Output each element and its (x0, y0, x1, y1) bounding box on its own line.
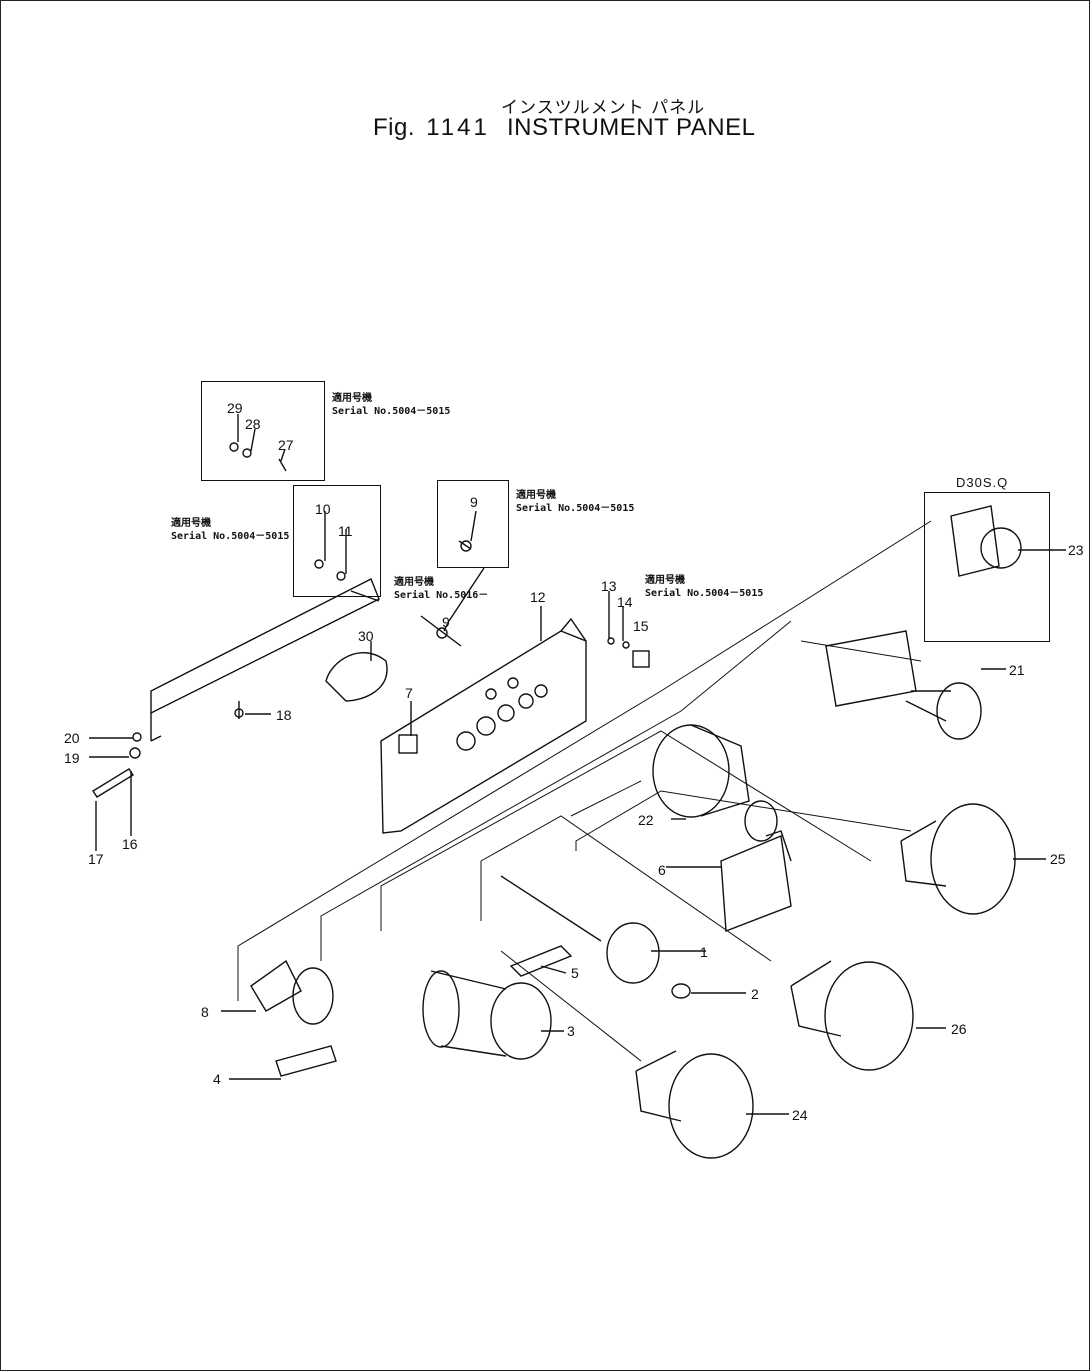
part-label-7: 7 (405, 685, 413, 701)
part-label-12: 12 (530, 589, 546, 605)
callout-box-serial-a (201, 381, 325, 481)
part-label-17: 17 (88, 851, 104, 867)
part-label-10: 10 (315, 501, 331, 517)
figure-title: Fig. 1141 INSTRUMENT PANEL (373, 114, 755, 142)
part-label-24: 24 (792, 1107, 808, 1123)
serial-note-b: 適用号機 Serial No.5004－5015 (171, 518, 290, 542)
part-label-3: 3 (567, 1023, 575, 1039)
part-label-22: 22 (638, 812, 654, 828)
switch-part-8 (292, 967, 334, 1025)
part-label-15: 15 (633, 618, 649, 634)
serial-note-c: 適用号機 Serial No.5004－5015 (516, 490, 635, 514)
gauge-26 (824, 961, 914, 1071)
part-label-30: 30 (358, 628, 374, 644)
side-bracket (150, 578, 380, 715)
boot-part-30 (325, 652, 388, 702)
part-label-6: 6 (658, 862, 666, 878)
part-label-20: 20 (64, 730, 80, 746)
lamp-part-23 (950, 505, 1000, 577)
cylinder-part-3 (490, 982, 552, 1060)
part-label-5: 5 (571, 965, 579, 981)
pin-part-17 (92, 768, 134, 798)
part-label-13: 13 (601, 578, 617, 594)
plate-part-5 (509, 945, 573, 977)
part-label-9b: 9 (442, 614, 450, 630)
part-label-16: 16 (122, 836, 138, 852)
callout-box-serial-c (437, 480, 509, 568)
serial-note-e: 適用号機 Serial No.5004－5015 (645, 575, 764, 599)
figure-number: 1141 (426, 114, 490, 141)
serial-note-d: 適用号機 Serial No.5016－ (394, 577, 489, 601)
part-label-4: 4 (213, 1071, 221, 1087)
part-label-2: 2 (751, 986, 759, 1002)
part-label-14: 14 (617, 594, 633, 610)
figure-label: Fig. (373, 114, 416, 141)
part-label-29: 29 (227, 400, 243, 416)
part-label-11: 11 (338, 523, 353, 539)
plate-part-4 (275, 1045, 337, 1077)
gauge-25 (930, 803, 1016, 915)
part-label-8: 8 (201, 1004, 209, 1020)
bulb-part-2 (671, 983, 691, 999)
gauge-24 (668, 1053, 754, 1159)
starter-switch-22 (652, 724, 730, 818)
knob-part-1 (606, 922, 660, 984)
panel-plate (380, 630, 587, 834)
figure-name: INSTRUMENT PANEL (506, 114, 756, 141)
part-label-9a: 9 (470, 494, 478, 510)
part-label-28: 28 (245, 416, 261, 432)
title-japanese: インスツルメント パネル (501, 98, 706, 118)
part-label-1: 1 (700, 944, 708, 960)
callout-box-variant (924, 492, 1050, 642)
part-label-27: 27 (278, 437, 294, 453)
part-label-26: 26 (951, 1021, 967, 1037)
key-plate-6 (720, 835, 792, 932)
part-label-19: 19 (64, 750, 80, 766)
serial-note-a: 適用号機 Serial No.5004－5015 (332, 393, 451, 417)
part-label-25: 25 (1050, 851, 1066, 867)
switch-part-21 (825, 630, 917, 707)
variant-note: D30S.Q (956, 475, 1009, 490)
part-label-21: 21 (1009, 662, 1025, 678)
part-label-23: 23 (1068, 542, 1084, 558)
part-label-18: 18 (276, 707, 292, 723)
switch-part-7 (398, 734, 418, 754)
